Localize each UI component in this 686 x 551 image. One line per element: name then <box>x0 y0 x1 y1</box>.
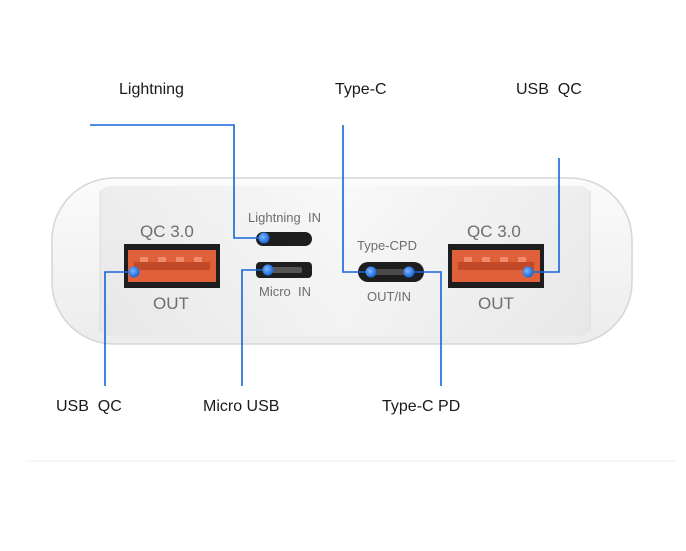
micro-in-label: Micro IN <box>259 284 311 299</box>
left-port-out-label: OUT <box>153 294 189 313</box>
out-in-label: OUT/IN <box>367 289 412 304</box>
leader-usb-qc-bottom <box>104 271 134 386</box>
callout-type-c-pd: Type-C PD <box>382 398 461 415</box>
callout-lightning: Lightning <box>119 81 184 98</box>
callout-usb-qc-bottom: USB QC <box>56 398 122 415</box>
right-port-qc-label: QC 3.0 <box>467 222 521 241</box>
lightning-in-label: Lightning IN <box>248 210 321 225</box>
type-cpd-label: Type-CPD <box>357 238 417 253</box>
callout-type-c: Type-C <box>335 81 387 98</box>
left-port-qc-label: QC 3.0 <box>140 222 194 241</box>
leader-type-c-pd <box>410 271 442 386</box>
right-port-out-label: OUT <box>478 294 514 313</box>
callout-micro-usb: Micro USB <box>203 398 280 415</box>
right-usb-port-icon <box>448 244 544 288</box>
callout-usb-qc-top: USB QC <box>516 81 582 98</box>
indicator-dots <box>128 232 534 278</box>
leader-usb-qc-top <box>528 158 560 273</box>
lightning-port-icon <box>256 232 312 246</box>
leader-lines <box>90 124 560 386</box>
leader-lightning <box>90 124 262 239</box>
left-usb-port-icon <box>124 244 220 288</box>
leader-micro-usb <box>241 269 268 386</box>
case-face <box>100 186 590 336</box>
leader-type-c <box>342 125 370 273</box>
